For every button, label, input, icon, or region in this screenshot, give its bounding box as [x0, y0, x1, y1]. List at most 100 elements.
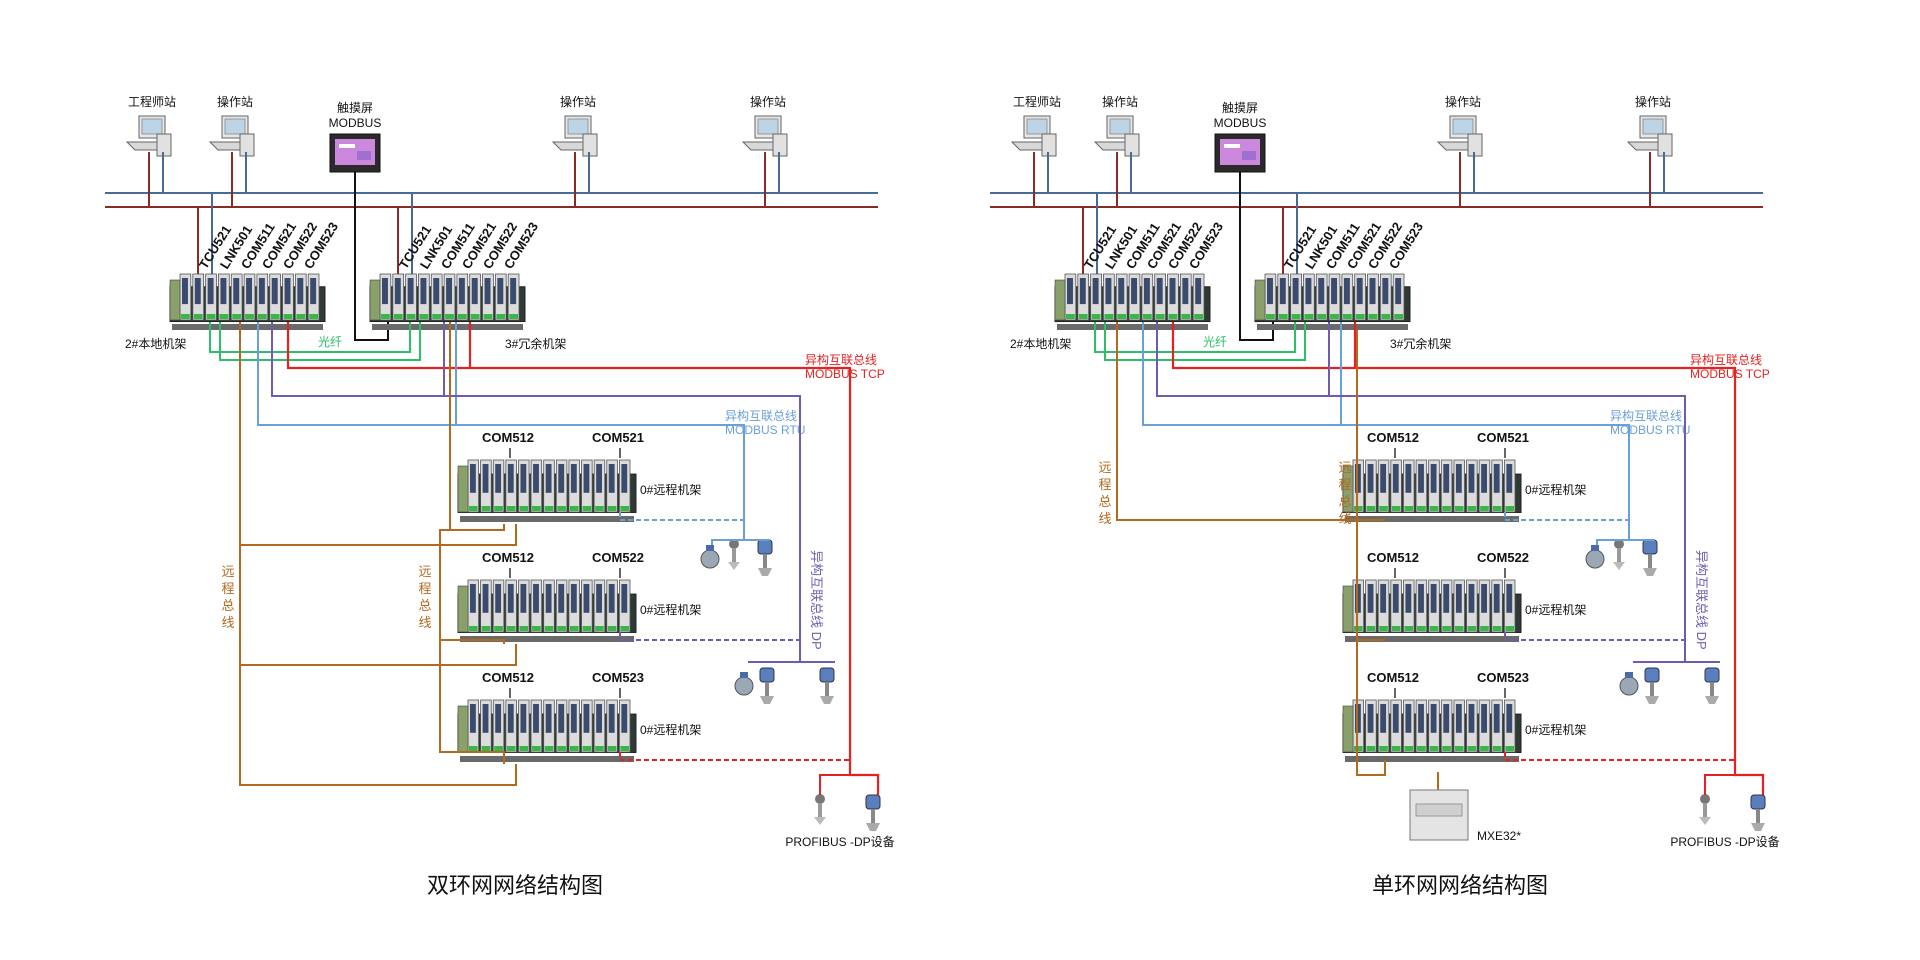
vertical-label-char: 总 — [1098, 494, 1111, 509]
io-terminal-strip — [469, 506, 478, 511]
io-terminal-strip — [506, 506, 516, 511]
redundant-rack-3 — [369, 273, 526, 330]
profibus-transmitter-icon — [865, 794, 881, 831]
io-module-face — [545, 704, 552, 733]
monitor-screen — [757, 118, 779, 135]
io-terminal-strip — [1304, 314, 1314, 319]
io-terminal-strip — [1291, 314, 1301, 319]
remote-module-label: COM512 — [1367, 550, 1419, 565]
station-label: 操作站 — [217, 94, 253, 109]
io-module-face — [520, 464, 527, 493]
local-rack-label: 2#本地机架 — [125, 337, 186, 351]
io-module-face — [1380, 584, 1387, 613]
io-terminal-strip — [1480, 506, 1489, 511]
vertical-label-char: 程 — [221, 581, 234, 596]
radar-stem — [732, 548, 736, 562]
monitor-screen — [1642, 118, 1664, 135]
dashed-field-link — [619, 752, 850, 761]
modbus-tcp-label: 异构互联总线 — [805, 352, 877, 367]
io-module-face — [1418, 704, 1424, 733]
io-terminal-strip — [506, 626, 516, 631]
io-module-face — [621, 464, 628, 493]
vertical-label-char: 程 — [1098, 477, 1111, 492]
io-terminal-strip — [393, 314, 403, 319]
io-terminal-strip — [1429, 746, 1439, 751]
io-module-face — [495, 584, 502, 613]
io-terminal-strip — [569, 626, 579, 631]
io-module-face — [246, 278, 253, 305]
io-module-face — [596, 584, 602, 613]
workstation-computer-icon — [208, 115, 255, 157]
io-terminal-strip — [519, 626, 529, 631]
io-module-face — [558, 464, 565, 493]
transmitter-stem — [1648, 554, 1652, 568]
io-module-face — [1105, 278, 1112, 305]
io-terminal-strip — [481, 506, 491, 511]
rack-power-module — [1342, 465, 1354, 513]
station-label: 操作站 — [1102, 94, 1138, 109]
io-terminal-strip — [519, 506, 529, 511]
io-terminal-strip — [544, 626, 554, 631]
remote-rack — [457, 699, 637, 762]
io-module-face — [1481, 464, 1487, 493]
io-terminal-strip — [432, 314, 442, 319]
dashed-field-link — [619, 632, 800, 641]
io-terminal-strip — [607, 506, 617, 511]
io-module-face — [1292, 278, 1299, 305]
io-terminal-strip — [1130, 314, 1139, 319]
rack-power-module — [457, 705, 469, 753]
io-module-face — [507, 464, 514, 493]
io-module-face — [1430, 584, 1437, 613]
io-terminal-strip — [1117, 314, 1127, 319]
redundant-rack-label: 3#冗余机架 — [505, 336, 566, 351]
transmitter-flange — [866, 823, 880, 831]
io-terminal-strip — [1391, 626, 1401, 631]
io-terminal-strip — [1354, 626, 1363, 631]
radar-level-icon — [814, 794, 826, 825]
modbus-rtu-label: MODBUS RTU — [725, 423, 805, 437]
io-terminal-strip — [1467, 506, 1477, 511]
io-terminal-strip — [595, 746, 604, 751]
modbus-tcp-label: 异构互联总线 — [1690, 352, 1762, 367]
touch-screen-cable — [1239, 172, 1274, 341]
io-module-face — [1506, 584, 1513, 613]
io-module-face — [570, 464, 577, 493]
io-module-face — [470, 464, 476, 493]
io-module-face — [608, 464, 615, 493]
control-valve-icon — [1585, 545, 1605, 569]
io-module-face — [482, 704, 489, 733]
remote-rack — [1342, 579, 1522, 642]
io-terminal-strip — [607, 746, 617, 751]
io-terminal-strip — [381, 314, 390, 319]
io-terminal-strip — [1342, 314, 1352, 319]
io-module-face — [310, 278, 317, 305]
radar-level-icon — [1699, 794, 1711, 825]
io-module-face — [1331, 278, 1338, 305]
remote-bus-line — [1356, 500, 1386, 776]
remote-rack-label: 0#远程机架 — [640, 482, 701, 497]
rack-rail — [1057, 324, 1208, 330]
io-terminal-strip — [232, 314, 242, 319]
transmitter-flange — [1751, 823, 1765, 831]
remote-rack-label: 0#远程机架 — [1525, 722, 1586, 737]
screen-widget — [1242, 151, 1256, 160]
io-module-face — [1455, 464, 1462, 493]
remote-rack — [1342, 459, 1522, 522]
control-valve-icon — [734, 672, 754, 696]
io-terminal-strip — [270, 314, 280, 319]
modbus-tcp-label: MODBUS TCP — [805, 367, 885, 381]
rack-rail — [1345, 516, 1519, 522]
io-terminal-strip — [620, 626, 629, 631]
io-module-face — [545, 464, 552, 493]
io-terminal-strip — [1391, 746, 1401, 751]
io-terminal-strip — [1442, 626, 1451, 631]
remote-bus-line — [240, 524, 517, 546]
io-terminal-strip — [1381, 314, 1391, 319]
io-terminal-strip — [1417, 746, 1426, 751]
touch-screen-icon — [1214, 133, 1266, 173]
io-module-face — [1143, 278, 1150, 305]
dual-ring-caption: 双环网网络结构图 — [426, 873, 604, 898]
